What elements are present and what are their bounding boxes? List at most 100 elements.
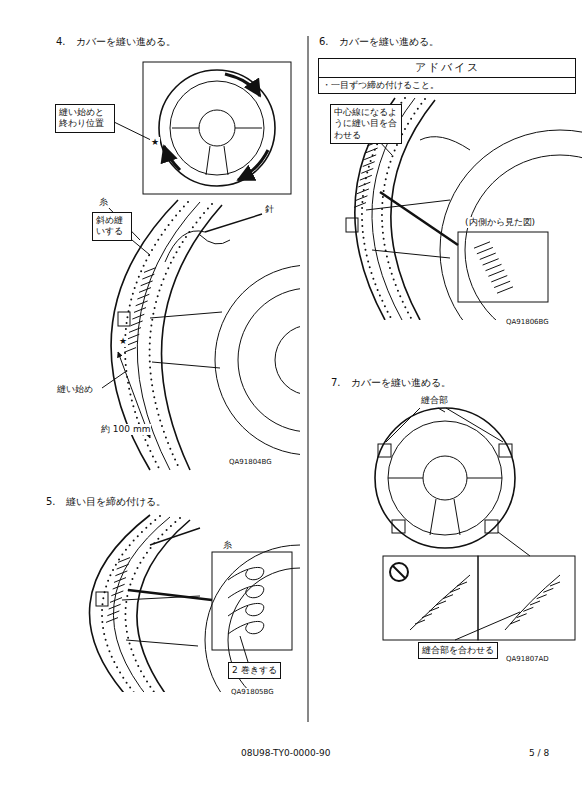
box-text: ・一目ずつ締め付けること。 bbox=[322, 80, 572, 91]
label: 縫合部 bbox=[420, 395, 449, 406]
stitch bbox=[491, 276, 507, 282]
steering-wheel-overview bbox=[114, 62, 291, 194]
thread-loops bbox=[228, 567, 264, 634]
stitch bbox=[488, 270, 504, 276]
steering-wheel-overview bbox=[375, 408, 530, 556]
needle bbox=[205, 214, 262, 232]
label: 糸 bbox=[98, 197, 109, 208]
stitch bbox=[118, 558, 130, 563]
stitch bbox=[129, 328, 141, 333]
stitch bbox=[364, 155, 376, 160]
stitch bbox=[134, 308, 146, 313]
stitch bbox=[113, 584, 125, 589]
stitch bbox=[543, 588, 553, 592]
thread-loop bbox=[228, 585, 264, 598]
box-text: 2 巻きする bbox=[232, 665, 277, 676]
figure-code: QA91804BG bbox=[228, 458, 273, 466]
thread-loop bbox=[228, 567, 264, 580]
prohibition-symbol bbox=[390, 563, 408, 581]
stitch bbox=[114, 578, 126, 583]
stitch bbox=[480, 253, 496, 259]
box-text: 縫合部を合わせる bbox=[422, 645, 494, 656]
stitch bbox=[436, 601, 446, 605]
stitches bbox=[106, 558, 130, 623]
stitches bbox=[474, 242, 513, 293]
figure-code: QA91805BG bbox=[230, 688, 275, 696]
thread-loop bbox=[228, 603, 264, 616]
callout-box: 2 巻きする bbox=[228, 662, 281, 679]
label: 08U98-TY0-0000-90 bbox=[240, 748, 332, 759]
step-heading: 6. カバーを縫い進める。 bbox=[318, 36, 440, 48]
box-text: 斜め縫いする bbox=[96, 215, 128, 238]
stitch bbox=[144, 268, 156, 273]
clip bbox=[118, 312, 130, 326]
stitch bbox=[474, 242, 490, 248]
callout-box: 中心線になるように縫い目を合わせる bbox=[330, 104, 402, 144]
leader bbox=[128, 590, 212, 600]
step-heading: 5. 縫い目を締め付ける。 bbox=[45, 496, 167, 508]
stitch bbox=[354, 203, 366, 208]
stitch bbox=[510, 620, 520, 624]
stitch bbox=[550, 582, 560, 586]
stitch bbox=[142, 274, 154, 279]
needle bbox=[150, 528, 200, 545]
stitch bbox=[141, 281, 153, 286]
callout-box: 縫い始めと終わり位置 bbox=[55, 104, 115, 133]
box-text: 縫い始めと終わり位置 bbox=[59, 107, 111, 130]
label: 針 bbox=[264, 204, 275, 215]
stitch bbox=[115, 571, 127, 576]
stitch bbox=[517, 614, 527, 618]
stitch bbox=[137, 294, 149, 299]
box-text: 中心線になるように縫い目を合わせる bbox=[334, 107, 398, 141]
figure-code: QA91806BG bbox=[505, 318, 550, 326]
stitch bbox=[131, 321, 143, 326]
stitch bbox=[415, 620, 425, 624]
clip bbox=[346, 218, 358, 232]
callout-box: 斜め縫いする bbox=[92, 212, 132, 241]
stitch bbox=[361, 169, 373, 174]
stitch bbox=[117, 564, 129, 569]
column-divider bbox=[308, 36, 309, 722]
stitch bbox=[450, 588, 460, 592]
stitch bbox=[355, 196, 367, 201]
stitch bbox=[530, 601, 540, 605]
inset-frame bbox=[383, 556, 478, 640]
label: ★ bbox=[150, 137, 160, 148]
stitch bbox=[486, 264, 502, 270]
stitches bbox=[415, 582, 560, 624]
thread-loop bbox=[228, 621, 264, 634]
stitch bbox=[106, 618, 118, 623]
label: 糸 bbox=[222, 540, 233, 551]
stitch bbox=[483, 259, 499, 265]
label: ★ bbox=[118, 336, 128, 347]
inset-frame bbox=[458, 232, 548, 302]
stitch bbox=[139, 288, 151, 293]
stitch bbox=[494, 281, 510, 287]
inset-frame bbox=[478, 556, 575, 640]
stitch bbox=[110, 598, 122, 603]
stitch bbox=[109, 604, 121, 609]
step-heading: 7. カバーを縫い進める。 bbox=[330, 377, 452, 389]
stitch bbox=[358, 182, 370, 187]
stitch bbox=[127, 334, 139, 339]
stitch bbox=[136, 301, 148, 306]
thread bbox=[165, 231, 205, 262]
stitch bbox=[422, 614, 432, 618]
clip bbox=[96, 592, 108, 606]
step-heading: 4. カバーを縫い進める。 bbox=[55, 36, 177, 48]
rim-detail bbox=[90, 515, 301, 692]
stitch bbox=[360, 175, 372, 180]
label: (内側から見た図) bbox=[464, 217, 536, 228]
leader bbox=[455, 612, 520, 640]
stitch bbox=[537, 595, 547, 599]
stitch bbox=[443, 595, 453, 599]
stitch bbox=[429, 607, 439, 611]
stitches bbox=[124, 268, 156, 353]
box-heading: アドバイス bbox=[319, 59, 575, 78]
label: 5 / 8 bbox=[528, 748, 550, 759]
stitch bbox=[111, 591, 123, 596]
stitch bbox=[477, 247, 493, 253]
callout-box: 縫合部を合わせる bbox=[418, 642, 498, 659]
stitch bbox=[497, 287, 513, 293]
label: 約 100 mm bbox=[100, 424, 151, 435]
